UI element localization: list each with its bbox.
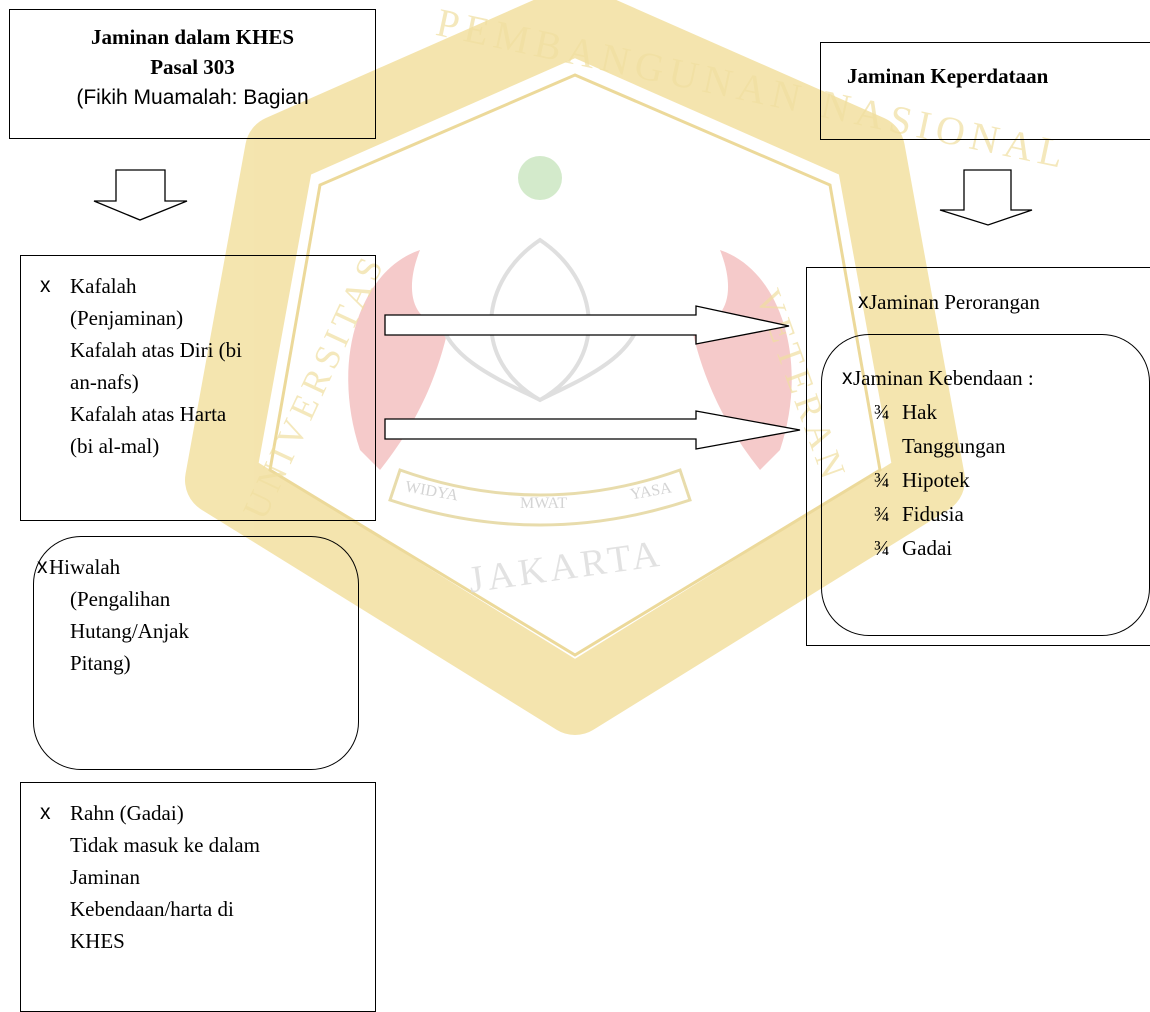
kafalah-line-3: Kafalah atas Diri (bi [70, 338, 243, 362]
kebendaan-item-3: Hipotek [902, 468, 970, 492]
seal-ribbon [388, 468, 692, 527]
rahn-line-5: KHES [70, 929, 125, 953]
rahn-bullet: x [40, 801, 51, 824]
seal-lotus-icon [438, 237, 642, 403]
hiwalah-line-2: (Pengalihan [70, 587, 171, 611]
hiwalah-line-4: Pitang) [70, 651, 131, 675]
left-header-box [9, 9, 376, 139]
kebendaan-item-2: Tanggungan [902, 434, 1006, 458]
perorangan-bullet: x [858, 290, 869, 313]
kebendaan-item-5: Gadai [902, 536, 953, 560]
kebendaan-item-4: Fidusia [902, 502, 964, 526]
kafalah-line-6: (bi al-mal) [70, 434, 160, 458]
seal-shield-inner-line [268, 73, 882, 657]
kafalah-line-5: Kafalah atas Harta [70, 402, 227, 426]
left-header-note: (Fikih Muamalah: Bagian [76, 86, 309, 109]
rahn-line-2: Tidak masuk ke dalam [70, 833, 260, 857]
seal-shield-outline [185, 0, 965, 735]
kebendaan-label: Jaminan Kebendaan : [853, 366, 1034, 390]
kebendaan-item-bullet-1: ¾ [874, 400, 890, 424]
kebendaan-item-1: Hak [902, 400, 937, 424]
kafalah-line-4: an-nafs) [70, 370, 139, 394]
left-header-title: Jaminan dalam KHES [90, 25, 295, 49]
perorangan-label: Jaminan Perorangan [869, 290, 1040, 314]
seal-flame-left-icon [348, 250, 450, 470]
hiwalah-line-3: Hutang/Anjak [70, 619, 189, 643]
seal-star-icon [518, 156, 562, 200]
kafalah-line-1: Kafalah [70, 274, 137, 298]
kafalah-line-2: (Penjaminan) [70, 306, 184, 330]
kebendaan-bullet: x [842, 366, 853, 389]
hiwalah-line-1: Hiwalah [49, 555, 121, 579]
kafalah-bullet: x [40, 274, 51, 297]
kafalah-box [20, 255, 376, 521]
right-header-box [820, 42, 1150, 140]
rahn-line-1: Rahn (Gadai) [70, 801, 184, 825]
right-main-box [806, 267, 1150, 646]
rahn-line-4: Kebendaan/harta di [70, 897, 234, 921]
kebendaan-item-bullet-3: ¾ [874, 468, 890, 492]
kebendaan-item-bullet-5: ¾ [874, 536, 890, 560]
hiwalah-box [33, 536, 359, 770]
watermark-motto-2: MWAT [520, 495, 568, 512]
right-header-title: Jaminan Keperdataan [847, 64, 1049, 88]
hiwalah-bullet: x [37, 555, 48, 578]
left-header-subtitle: Pasal 303 [150, 55, 235, 79]
kebendaan-item-bullet-4: ¾ [874, 502, 890, 526]
rahn-line-3: Jaminan [70, 865, 140, 889]
